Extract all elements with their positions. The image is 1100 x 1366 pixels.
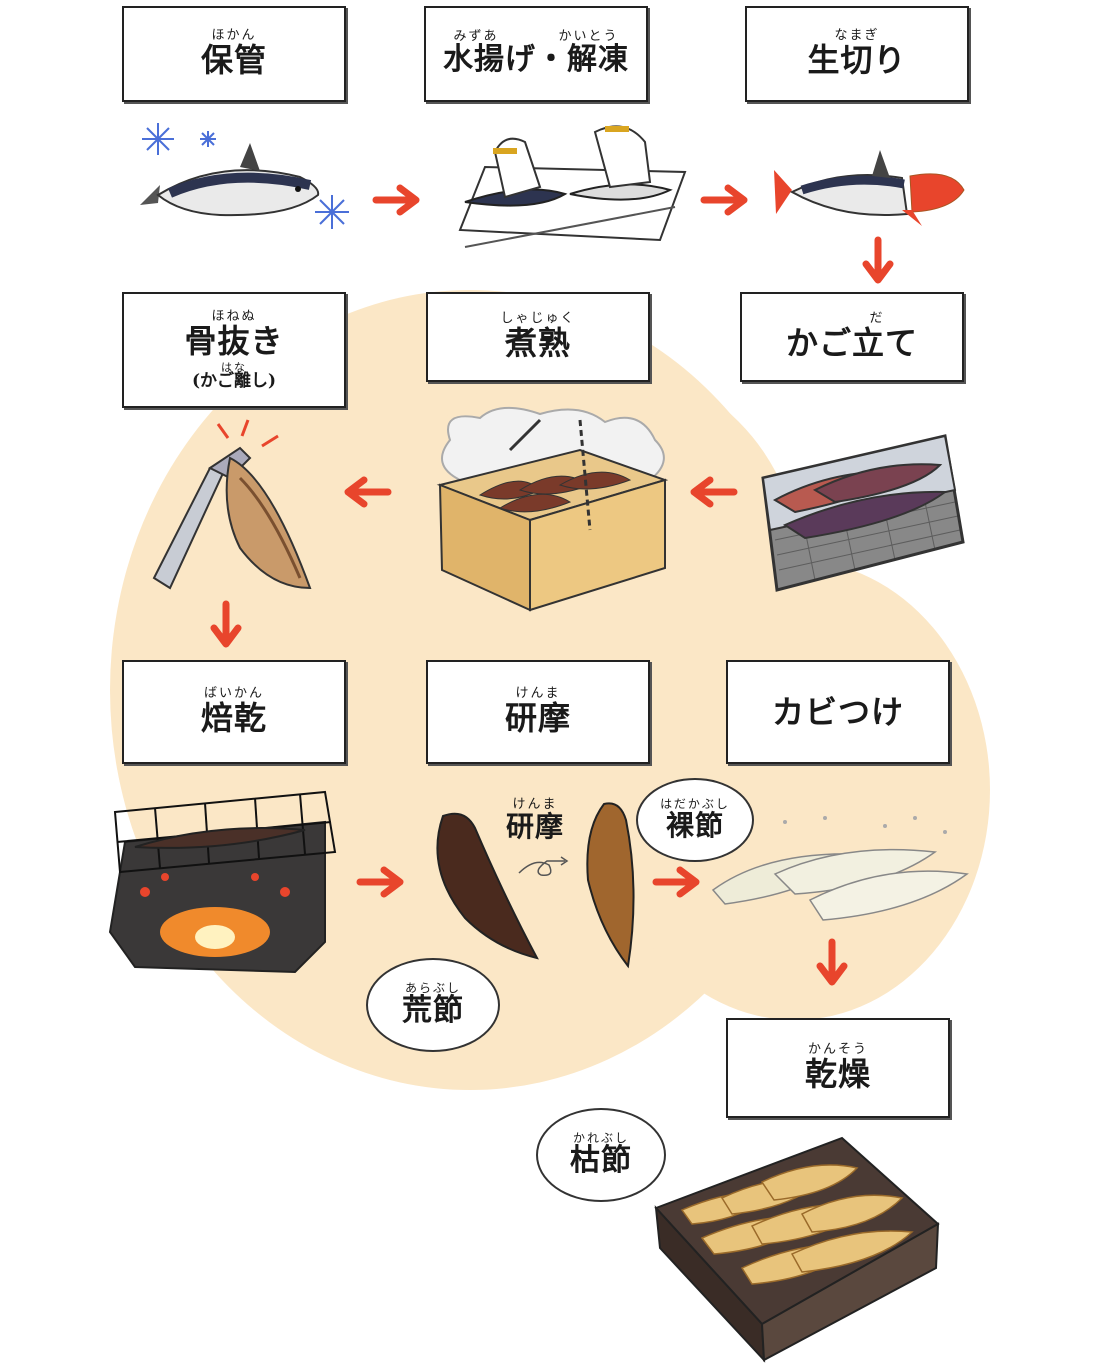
snowflake-icon: [142, 123, 174, 155]
arrow-down-icon: [862, 236, 894, 284]
step-kansou: かんそう 乾燥: [726, 1018, 950, 1118]
step-ruby: しゃじゅく: [500, 311, 576, 327]
step-label: 研摩: [504, 699, 571, 738]
step-label: 焙乾: [200, 699, 267, 738]
arrow-right-icon: [372, 184, 420, 216]
arrow-down-icon: [210, 600, 242, 648]
thawing-illustration: [458, 125, 687, 248]
bubble-label: 裸節: [665, 808, 724, 842]
hadakabushi-piece: [586, 802, 635, 969]
bubble-karebushi: かれぶし 枯節: [536, 1108, 666, 1202]
step-sub-label: (かご離し): [191, 370, 277, 391]
arabushi-piece: [436, 812, 539, 960]
step-ruby: ほかん: [211, 28, 257, 44]
step-label: カビつけ: [771, 692, 904, 731]
arrow-right-icon: [356, 866, 404, 898]
mold-fillets-illustration: [711, 816, 969, 921]
inline-label: 研摩: [505, 810, 564, 844]
step-honenuki: ほねぬ 骨抜き はな (かご離し): [122, 292, 346, 408]
step-hokan: ほかん 保管: [122, 6, 346, 102]
arrow-right-icon: [700, 184, 748, 216]
boiling-box-illustration: [436, 406, 669, 612]
arrow-left-icon: [344, 476, 392, 508]
step-ruby: なまぎ: [834, 28, 880, 44]
step-ruby: かんそう: [807, 1042, 868, 1058]
step-label: 保管: [200, 41, 267, 80]
step-label: 生切り: [807, 41, 907, 80]
inline-ruby: けんま: [512, 797, 558, 813]
step-label: 骨抜き: [184, 322, 284, 361]
step-sub-ruby: はな: [221, 360, 247, 374]
basket-fillets-illustration: [761, 434, 965, 592]
step-ruby: みずあ かいとう: [453, 29, 619, 45]
arrow-down-icon: [816, 938, 848, 986]
step-label: 乾燥: [804, 1055, 871, 1094]
spark-icon: [216, 419, 279, 448]
bubble-ruby: はだかぶし: [660, 796, 730, 811]
bubble-arabushi: あらぶし 荒節: [366, 958, 500, 1052]
bubble-ruby: あらぶし: [404, 980, 461, 995]
karebushi-box-illustration: [654, 1136, 940, 1363]
snowflake-icon: [200, 131, 216, 147]
polish-cycle-icon: [518, 856, 569, 877]
bubble-ruby: かれぶし: [572, 1130, 630, 1145]
step-baikan: ばいかん 焙乾: [122, 660, 346, 764]
arrow-left-icon: [690, 476, 738, 508]
frozen-fish-illustration: [140, 123, 349, 229]
inline-kenma-label: けんま 研摩: [494, 790, 576, 852]
step-ruby: ほねぬ: [211, 309, 257, 325]
step-kenma: けんま 研摩: [426, 660, 650, 764]
step-shajuku: しゃじゅく 煮熟: [426, 292, 650, 382]
cut-fish-illustration: [774, 150, 965, 226]
bubble-label: 荒節: [402, 992, 464, 1028]
bubble-label: 枯節: [570, 1142, 632, 1178]
bubble-hadakabushi: はだかぶし 裸節: [636, 778, 754, 862]
step-kagodate: だ かご立て: [740, 292, 964, 382]
step-namagiri: なまぎ 生切り: [745, 6, 969, 102]
bone-removal-illustration: [152, 419, 312, 590]
step-label: 水揚げ・解凍: [443, 42, 629, 78]
smoking-grill-illustration: [108, 790, 337, 974]
step-ruby: だ: [869, 311, 885, 327]
step-kabitsuke: カビつけ: [726, 660, 950, 764]
step-ruby: ばいかん: [203, 686, 264, 702]
snowflake-icon: [315, 195, 349, 229]
arrow-right-icon: [652, 866, 700, 898]
step-ruby: けんま: [515, 686, 561, 702]
step-mizuage-kaitou: みずあ かいとう 水揚げ・解凍: [424, 6, 648, 102]
step-label: かご立て: [785, 324, 918, 363]
step-label: 煮熟: [504, 324, 571, 363]
